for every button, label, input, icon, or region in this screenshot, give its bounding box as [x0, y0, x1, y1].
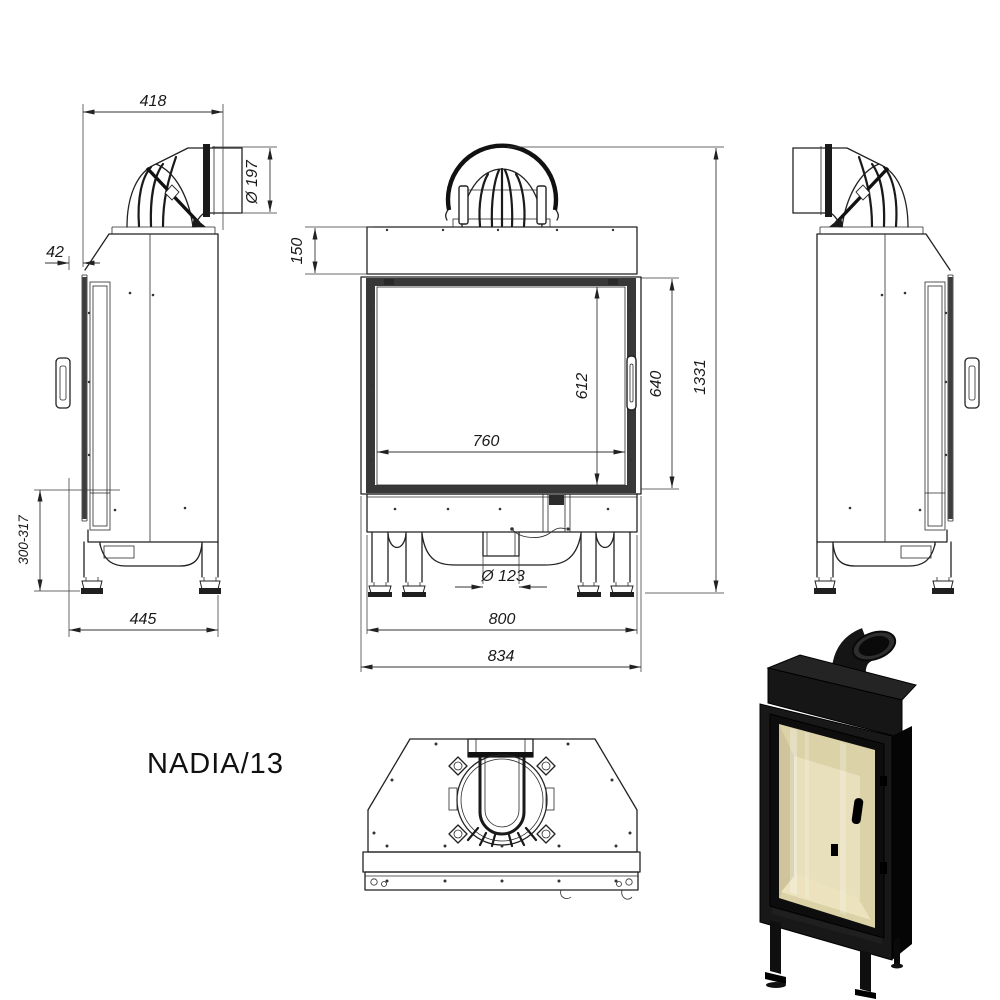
- sensor-cable: [511, 527, 567, 538]
- dim-glass-height: 612: [574, 373, 591, 400]
- front-view-dimensions: 150 760 612 640 1331 Ø 123 800 834: [289, 146, 724, 672]
- base-section: [366, 493, 638, 538]
- side-view-linework: [55, 144, 243, 594]
- door-handle-side: [55, 357, 71, 409]
- front-strip-hinges: [370, 878, 633, 900]
- dim-inlet-diameter: Ø 123: [480, 568, 525, 585]
- flue-flange: [203, 144, 210, 217]
- dim-total-width: 834: [488, 648, 515, 665]
- dim-body-width: 800: [489, 611, 516, 628]
- door-glass: [376, 286, 626, 486]
- top-view: [362, 738, 641, 900]
- flue-collar-dome: [444, 143, 560, 228]
- product-render: [759, 628, 917, 999]
- dim-total-height: 1331: [692, 359, 709, 395]
- dim-flue-diameter: Ø 197: [244, 159, 261, 205]
- door-front: [360, 276, 642, 495]
- dim-door-offset: 42: [46, 244, 64, 261]
- left-side-view-dimensions: 418 Ø 197 42 300-317 445: [16, 93, 277, 637]
- door-handle-front: [626, 355, 637, 411]
- render-glass: [779, 724, 875, 928]
- dim-glass-width: 760: [473, 433, 500, 450]
- collar-bolts: [448, 756, 556, 844]
- left-side-view: 418 Ø 197 42 300-317 445: [16, 93, 277, 637]
- model-title: NADIA/13: [147, 748, 284, 780]
- air-inlet-duct: [482, 531, 520, 557]
- dim-leg-height: 300-317: [16, 515, 31, 565]
- dim-hood-height: 150: [289, 238, 306, 265]
- front-legs: [368, 531, 634, 597]
- dim-door-height: 640: [648, 371, 665, 398]
- right-side-view: [791, 142, 981, 596]
- collar-u-channel: [478, 757, 526, 836]
- dim-side-depth: 445: [130, 611, 157, 628]
- adjustable-feet: [368, 582, 634, 597]
- dim-top-depth: 418: [140, 93, 167, 110]
- hood-plate: [366, 226, 638, 275]
- front-view: 150 760 612 640 1331 Ø 123 800 834: [289, 143, 724, 672]
- render-door-handle: [851, 798, 864, 825]
- render-legs: [765, 920, 903, 999]
- top-view-screws: [372, 742, 632, 883]
- collar-ring-outer: [456, 754, 548, 846]
